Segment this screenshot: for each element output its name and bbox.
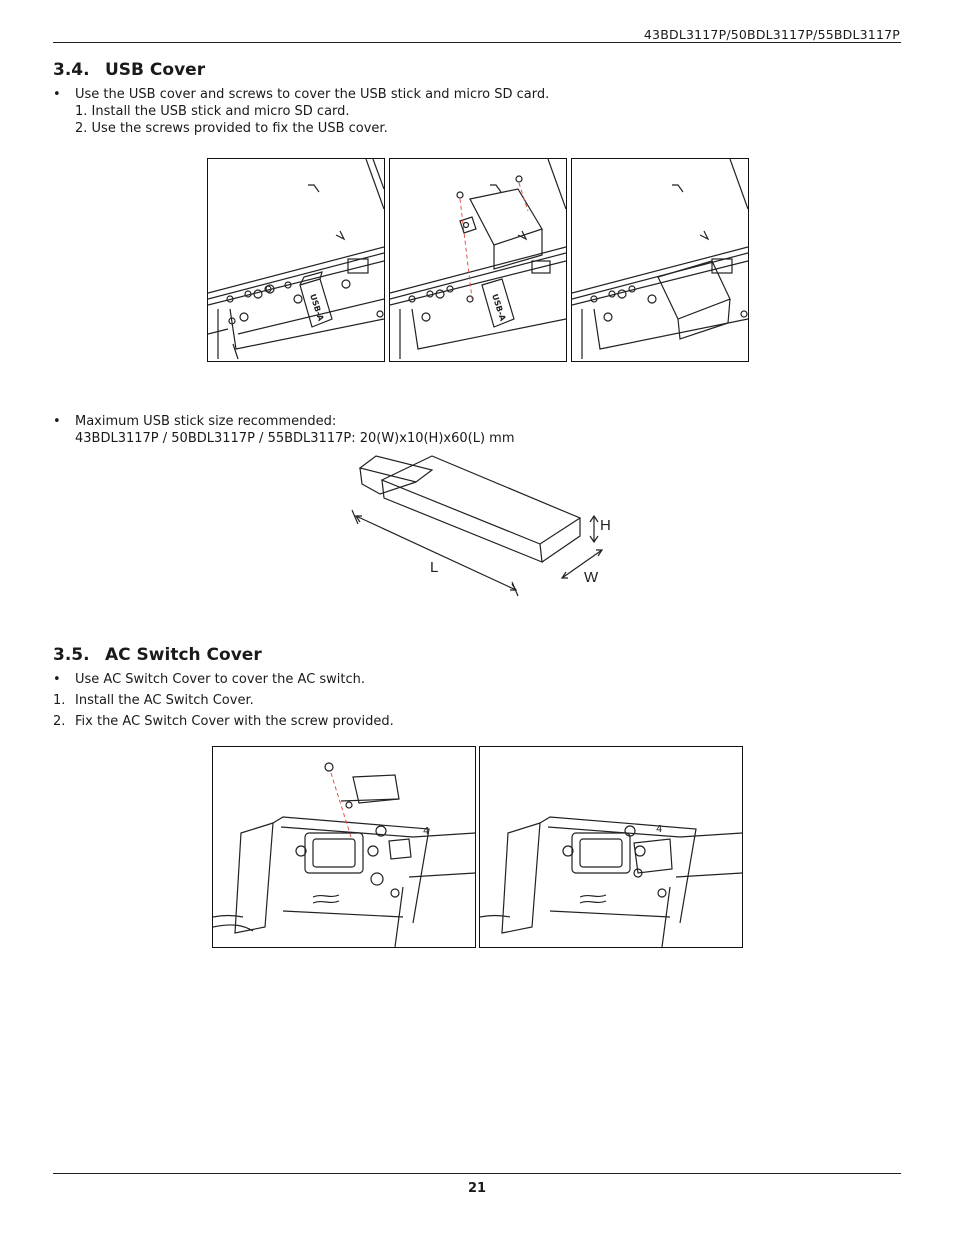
document-model-header: 43BDL3117P/50BDL3117P/55BDL3117P bbox=[643, 27, 900, 42]
ac-figure-1-cover-screw: 4 bbox=[212, 746, 476, 948]
dimension-length-label: L bbox=[430, 559, 438, 576]
dimension-width-label: W bbox=[584, 569, 599, 586]
ac-cover-instructions: •Use AC Switch Cover to cover the AC swi… bbox=[53, 672, 394, 729]
ac-step-1: Install the AC Switch Cover. bbox=[75, 693, 254, 708]
usb-port-label: USB-A bbox=[490, 293, 507, 323]
svg-text:4: 4 bbox=[423, 826, 429, 837]
usb-stick-size-text: •Maximum USB stick size recommended: 43B… bbox=[53, 413, 875, 447]
usb-step-1: 1. Install the USB stick and micro SD ca… bbox=[75, 104, 350, 119]
section-heading-ac-switch-cover: 3.5.AC Switch Cover bbox=[53, 645, 262, 665]
usb-stick-bullet: Maximum USB stick size recommended: bbox=[75, 414, 337, 429]
usb-cover-instructions: •Use the USB cover and screws to cover t… bbox=[53, 86, 875, 137]
section-heading-usb-cover: 3.4.USB Cover bbox=[53, 60, 206, 80]
usb-step-2: 2. Use the screws provided to fix the US… bbox=[75, 121, 388, 136]
usb-stick-dimension-diagram: H L W bbox=[340, 450, 630, 600]
svg-text:4: 4 bbox=[656, 824, 662, 835]
usb-port-label: USB-A bbox=[308, 293, 325, 323]
header-rule bbox=[53, 42, 901, 43]
usb-stick-dimensions: 43BDL3117P / 50BDL3117P / 55BDL3117P: 20… bbox=[75, 431, 515, 446]
usb-cover-bullet: Use the USB cover and screws to cover th… bbox=[75, 87, 550, 102]
ac-figure-2-cover-installed: 4 bbox=[479, 746, 743, 948]
footer-rule bbox=[53, 1173, 901, 1174]
usb-figure-3-cover-installed bbox=[571, 158, 749, 362]
usb-figure-2-cover-screws: USB-A bbox=[389, 158, 567, 362]
dimension-height-label: H bbox=[600, 517, 611, 534]
page-number: 21 bbox=[467, 1181, 487, 1196]
ac-step-2: Fix the AC Switch Cover with the screw p… bbox=[75, 714, 394, 729]
usb-figure-1-stick-installed: USB-A bbox=[207, 158, 385, 362]
ac-cover-bullet: Use AC Switch Cover to cover the AC swit… bbox=[75, 672, 366, 687]
